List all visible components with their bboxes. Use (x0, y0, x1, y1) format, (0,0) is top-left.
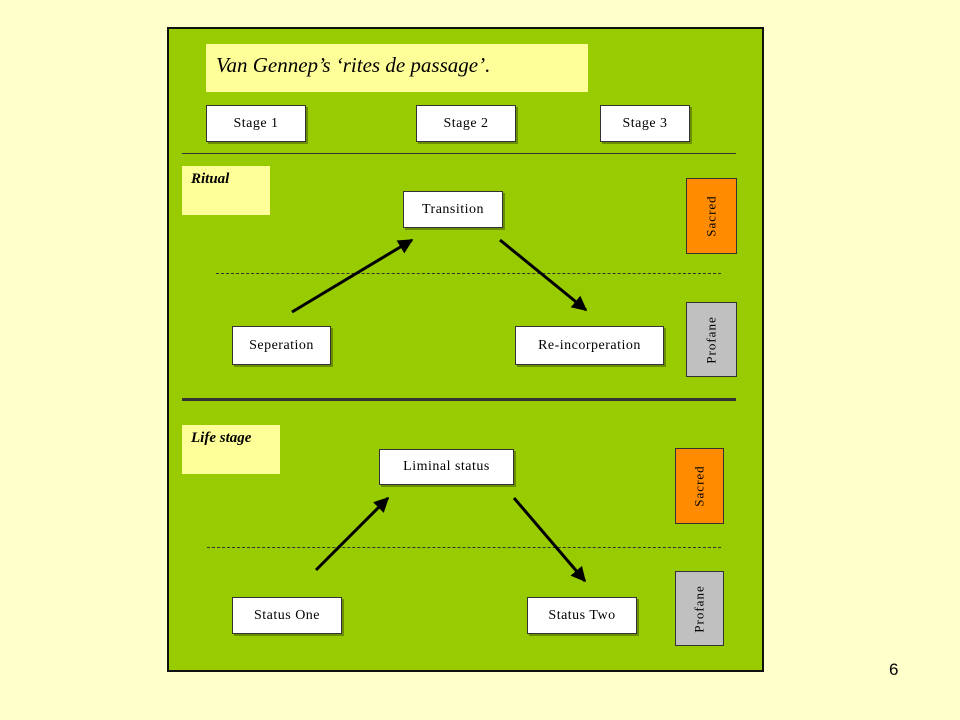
seperation-box: Seperation (232, 326, 331, 365)
life-sacred-box: Sacred (675, 448, 724, 524)
ritual-sacred-profane-line (216, 273, 721, 274)
status-two-box: Status Two (527, 597, 637, 634)
life-stage-label: Life stage (182, 425, 280, 474)
life-sacred-profane-line (207, 547, 721, 548)
life-profane-box: Profane (675, 571, 724, 646)
transition-box: Transition (403, 191, 503, 228)
arrow-liminal-to-status-two (512, 497, 587, 583)
ritual-sacred-box: Sacred (686, 178, 737, 254)
ritual-label: Ritual (182, 166, 270, 215)
page-number: 6 (889, 660, 899, 679)
re-incorperation-box: Re-incorperation (515, 326, 664, 365)
status-one-box: Status One (232, 597, 342, 634)
arrow-seperation-to-transition (291, 238, 414, 314)
diagram-panel: Van Gennep’s ‘rites de passage’. Stage 1… (167, 27, 764, 672)
arrow-transition-to-reincorperation (499, 238, 588, 312)
ritual-profane-box: Profane (686, 302, 737, 377)
stage-2-box: Stage 2 (416, 105, 516, 142)
liminal-status-box: Liminal status (379, 449, 514, 485)
diagram-title: Van Gennep’s ‘rites de passage’. (206, 44, 588, 92)
stage-1-box: Stage 1 (206, 105, 306, 142)
stage-3-box: Stage 3 (600, 105, 690, 142)
stage-divider (182, 153, 736, 154)
arrow-status-one-to-liminal (314, 496, 390, 572)
section-divider (182, 398, 736, 401)
